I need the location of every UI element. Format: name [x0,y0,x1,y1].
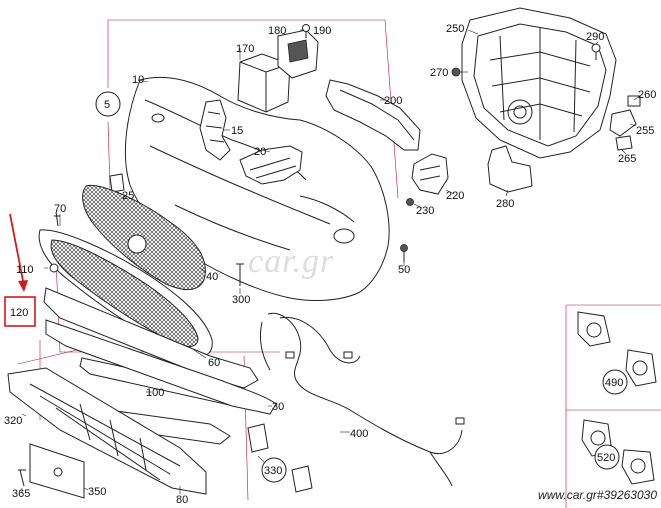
callout-circles [95,91,628,483]
screw-365[interactable] [18,469,26,487]
label-400[interactable]: 400 [350,428,368,440]
label-50[interactable]: 50 [398,264,410,276]
bracket-280[interactable] [487,145,533,193]
sensor-holder-490[interactable] [577,311,657,387]
part-labels: 5 10 15 20 25 30 40 50 60 70 80 100 110 … [4,23,656,506]
label-255[interactable]: 255 [636,125,654,137]
label-230[interactable]: 230 [416,205,434,217]
watermark-logo: car.gr [248,243,335,280]
highlight-annotation [4,213,36,327]
label-180[interactable]: 180 [268,25,286,37]
bracket-20[interactable] [239,145,303,185]
watermark-id: www.car.gr#39263030 [538,488,657,502]
label-520[interactable]: 520 [597,452,615,464]
part-265[interactable] [615,135,633,151]
label-20[interactable]: 20 [254,146,266,158]
wiring-harness-400[interactable] [259,312,465,487]
label-10[interactable]: 10 [132,74,144,86]
label-290[interactable]: 290 [586,31,604,43]
label-120[interactable]: 120 [10,307,28,319]
label-365[interactable]: 365 [12,488,30,500]
clip-260[interactable] [627,95,641,107]
label-260[interactable]: 260 [638,89,656,101]
label-320[interactable]: 320 [4,415,22,427]
label-350[interactable]: 350 [88,486,106,498]
clip-70[interactable] [54,211,60,227]
plate-holder-350[interactable] [29,443,85,499]
upper-grille-40[interactable] [82,184,206,290]
sensor-180[interactable] [277,29,319,79]
leader-lines [21,29,641,494]
label-5[interactable]: 5 [104,99,110,111]
bolt-50[interactable] [400,244,408,263]
label-25[interactable]: 25 [122,190,134,202]
label-30[interactable]: 30 [272,401,284,413]
label-110[interactable]: 110 [16,264,34,276]
lower-panel-30[interactable] [45,319,277,415]
screw-230[interactable] [406,198,414,206]
label-70[interactable]: 70 [54,203,66,215]
label-190[interactable]: 190 [313,25,331,37]
label-200[interactable]: 200 [384,95,402,107]
carrier-frame-250[interactable] [461,7,617,159]
screw-290[interactable] [591,43,601,60]
label-220[interactable]: 220 [446,190,464,202]
underbody-shield-320[interactable] [7,367,207,495]
panel-120[interactable] [43,287,259,389]
label-80[interactable]: 80 [176,494,188,506]
label-270[interactable]: 270 [430,67,448,79]
label-40[interactable]: 40 [206,271,218,283]
bracket-15[interactable] [199,99,231,161]
bracket-255[interactable] [609,109,637,137]
bracket-220[interactable] [411,153,449,195]
label-490[interactable]: 490 [605,377,623,389]
label-15[interactable]: 15 [231,125,243,137]
bracket-set-330[interactable] [247,423,313,493]
bolt-300[interactable] [236,263,244,286]
clip-25[interactable] [109,173,125,193]
module-170[interactable] [237,53,291,113]
label-300[interactable]: 300 [232,294,250,306]
highlight-box-120 [4,296,36,327]
label-250[interactable]: 250 [446,23,464,35]
nut-110[interactable] [49,263,59,273]
label-265[interactable]: 265 [618,153,636,165]
label-60[interactable]: 60 [208,357,220,369]
lower-grille-60[interactable] [38,229,213,358]
label-280[interactable]: 280 [496,198,514,210]
label-330[interactable]: 330 [264,465,282,477]
label-170[interactable]: 170 [236,43,254,55]
screw-190[interactable] [302,24,310,39]
absorber-200[interactable] [325,79,421,151]
nut-270[interactable] [451,67,461,77]
label-100[interactable]: 100 [146,387,164,399]
